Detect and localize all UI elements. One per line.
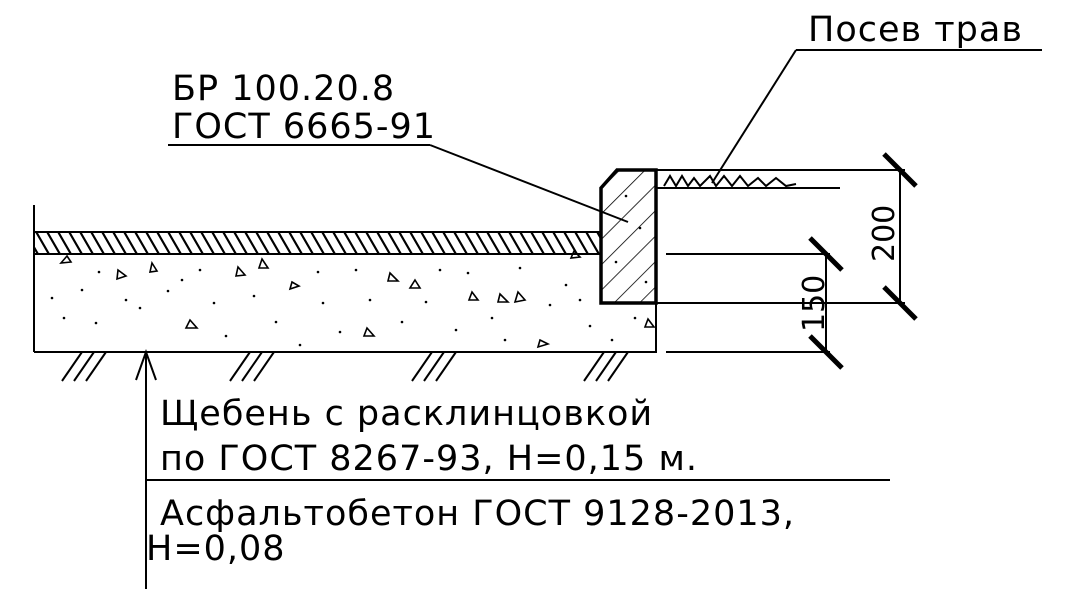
gravel-base-layer [34, 249, 657, 353]
grass-label: Посев трав [808, 10, 1023, 50]
curb-height-label: 200 [867, 205, 902, 262]
curb-leader [168, 144, 629, 223]
layers-leader [135, 349, 890, 589]
asphalt-label-line2: H=0,08 [146, 529, 286, 569]
curb-standard-label: ГОСТ 6665-91 [172, 107, 436, 147]
dimension-base-thickness: 150 [797, 236, 844, 370]
grass-leader [711, 49, 1042, 184]
ground-hatch [61, 351, 629, 382]
base-thickness-label: 150 [797, 275, 832, 332]
asphalt-layer [33, 231, 602, 255]
gravel-label-line2: по ГОСТ 8267-93, H=0,15 м. [160, 439, 698, 479]
asphalt-label-line1: Асфальтобетон ГОСТ 9128-2013, [160, 494, 795, 534]
grass-surface [656, 174, 840, 189]
curb-stone [599, 168, 658, 305]
dimension-curb-height: 200 [867, 152, 918, 321]
dimension-extension-lines [656, 169, 905, 353]
curb-mark-label: БР 100.20.8 [172, 69, 395, 109]
gravel-label-line1: Щебень с расклинцовкой [160, 394, 653, 434]
